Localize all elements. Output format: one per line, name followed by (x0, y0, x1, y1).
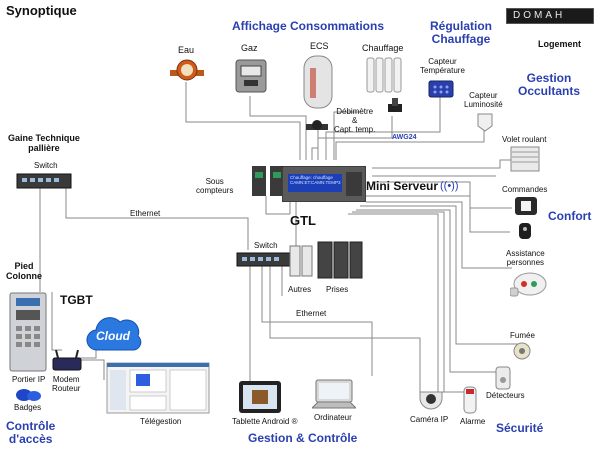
switch-2-icon (236, 252, 292, 267)
temperature-sensor-icon (428, 80, 454, 98)
laptop-icon (312, 379, 356, 409)
flow-meter-icon (306, 120, 328, 130)
label-eau: Eau (178, 45, 195, 55)
telegestion-screen-icon (106, 362, 210, 414)
label-ordinateur: Ordinateur (314, 413, 352, 422)
wifi-signal-icon: ((•)) (440, 180, 459, 192)
label-assistance: Assistance personnes (506, 249, 545, 267)
ip-camera-icon (419, 391, 443, 410)
sub-meters-icon (252, 166, 284, 196)
label-capteur-lum: Capteur Luminosité (464, 91, 503, 109)
section-occultants: Gestion Occultants (518, 71, 581, 99)
router-icon (52, 350, 82, 371)
label-cloud: Cloud (96, 329, 130, 343)
logo-text: DOMAH (513, 10, 566, 21)
label-gtl: GTL (290, 213, 316, 228)
label-awg: AWG24 (392, 134, 417, 141)
label-pied-colonne: Pied Colonne (6, 261, 42, 281)
page-title: Synoptique (6, 3, 77, 18)
label-tablette: Tablette Android ® (232, 417, 298, 426)
section-controle: Contrôle d'accès (6, 419, 56, 447)
section-affichage: Affichage Consommations (232, 19, 385, 33)
label-autres: Autres (288, 285, 312, 294)
label-switch2: Switch (254, 241, 278, 250)
section-gestion: Gestion & Contrôle (248, 431, 358, 445)
label-alarme: Alarme (460, 417, 486, 426)
assistance-device-icon (510, 272, 547, 297)
roller-shutter-icon (510, 146, 540, 172)
label-ethernet-1: Ethernet (130, 209, 161, 218)
label-modem: Modem Routeur (52, 375, 81, 393)
section-securite: Sécurité (496, 421, 544, 435)
section-confort: Confort (548, 209, 592, 223)
light-sensor-icon (477, 113, 493, 132)
tablet-icon (239, 381, 281, 413)
network-switch-icon (16, 173, 72, 189)
label-detecteurs: Détecteurs (486, 391, 525, 400)
label-debimetre: Débimètre & Capt. temp. (334, 107, 376, 134)
radiator-icon (366, 57, 402, 93)
control-switch-icon (515, 197, 537, 215)
label-switch1: Switch (34, 161, 58, 170)
label-portier: Portier IP (12, 375, 46, 384)
label-telegestion: Télégestion (140, 417, 182, 426)
cloud-icon (86, 317, 142, 351)
motion-detector-icon (495, 366, 511, 390)
alarm-siren-icon (463, 386, 477, 414)
label-badges: Badges (14, 403, 42, 412)
label-gaz: Gaz (241, 43, 258, 53)
valve-icon (388, 98, 402, 112)
label-chauffage: Chauffage (362, 43, 404, 53)
server-display-text: Chauffage: chauffage CAMN:ET:CAMN:TEMP3 (290, 175, 341, 185)
circuit-breakers-icon (289, 241, 363, 279)
label-tgbt: TGBT (60, 293, 93, 307)
label-mini-serveur: Mini Serveur (366, 179, 439, 193)
smoke-detector-icon (513, 342, 531, 360)
label-prises: Prises (326, 285, 349, 294)
logo: DOMAH (506, 8, 594, 24)
water-heater-icon (303, 55, 333, 109)
section-regulation: Régulation Chauffage (430, 19, 492, 47)
section-logement: Logement (538, 39, 582, 49)
label-sous-compteurs: Sous compteurs (196, 177, 234, 195)
label-capteur-temp: Capteur Température (420, 57, 465, 75)
label-fumee: Fumée (510, 331, 535, 340)
label-volet: Volet roulant (502, 135, 547, 144)
badge-icon (16, 389, 41, 401)
label-gaine: Gaine Technique pallière (8, 133, 80, 153)
mini-server-icon (282, 166, 366, 202)
water-meter-icon (170, 59, 204, 81)
label-commandes: Commandes (502, 185, 548, 194)
label-camera: Caméra IP (410, 415, 449, 424)
label-ecs: ECS (310, 41, 329, 51)
label-ethernet-2: Ethernet (296, 309, 327, 318)
gas-meter-icon (235, 59, 267, 93)
intercom-panel-icon (9, 292, 47, 372)
remote-control-icon (519, 223, 531, 239)
